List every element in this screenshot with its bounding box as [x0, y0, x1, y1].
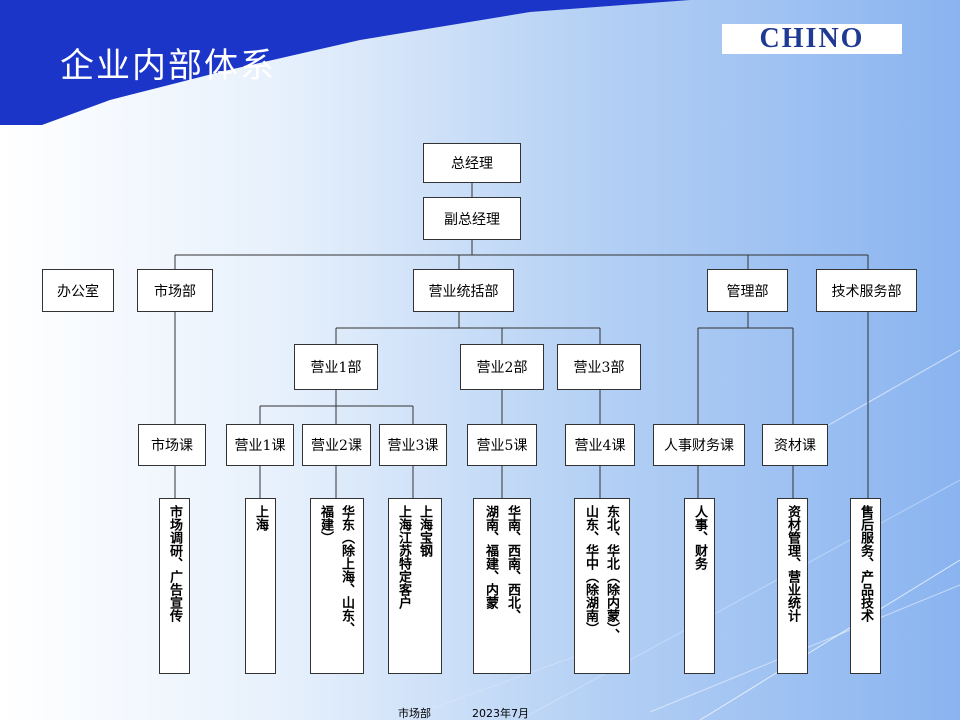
decor-line	[699, 559, 960, 720]
node-deputy-general-manager: 副总经理	[423, 197, 521, 240]
duty-hr: 人事、财务	[684, 498, 715, 674]
duty-text: 上海江苏特定客户	[396, 505, 411, 609]
duty-text: 售后服务、产品技术	[858, 505, 873, 622]
duty-sales-3: 上海宝钢 上海江苏特定客户	[388, 498, 442, 674]
duty-sales-2: 华东（除上海、山东、 福建）	[310, 498, 364, 674]
duty-text: 上海宝钢	[417, 505, 432, 557]
duty-materials: 资材管理、营业统计	[777, 498, 808, 674]
node-marketing-dept: 市场部	[137, 269, 213, 312]
node-tech-service-dept: 技术服务部	[816, 269, 917, 312]
node-general-manager: 总经理	[423, 143, 521, 183]
decor-line	[519, 479, 960, 720]
node-sales-section-1: 营业1课	[226, 424, 294, 466]
chino-logo: CHINO	[722, 24, 902, 54]
duty-tech: 售后服务、产品技术	[850, 498, 881, 674]
node-sales-hq: 营业统括部	[413, 269, 514, 312]
node-office: 办公室	[42, 269, 114, 312]
duty-text: 资材管理、营业统计	[785, 505, 800, 622]
page-title: 企业内部体系	[60, 46, 276, 86]
duty-text: 山东、华中（除湖南）	[583, 505, 598, 635]
banner-shape	[0, 0, 690, 125]
node-sales-section-4: 营业4课	[565, 424, 635, 466]
duty-sales-4: 东北、华北（除内蒙）、 山东、华中（除湖南）	[574, 498, 630, 674]
node-sales-section-2: 营业2课	[302, 424, 371, 466]
node-sales-dept-2: 营业2部	[460, 344, 544, 390]
node-hr-finance-section: 人事财务课	[653, 424, 745, 466]
node-sales-section-3: 营业3课	[379, 424, 447, 466]
footer-date: 2023年7月	[472, 707, 529, 720]
node-market-section: 市场课	[138, 424, 206, 466]
footer-department: 市场部	[398, 707, 431, 720]
node-sales-dept-1: 营业1部	[294, 344, 378, 390]
node-sales-section-5: 营业5课	[467, 424, 537, 466]
duty-market: 市场调研、广告宣传	[159, 498, 190, 674]
duty-text: 湖南、福建、内蒙	[483, 505, 498, 609]
node-management-dept: 管理部	[707, 269, 788, 312]
duty-sales-1: 上海	[245, 498, 276, 674]
duty-text: 市场调研、广告宣传	[167, 505, 182, 622]
node-materials-section: 资材课	[762, 424, 828, 466]
duty-text: 上海	[253, 505, 268, 531]
duty-sales-5: 华南、西南、西北、 湖南、福建、内蒙	[473, 498, 531, 674]
duty-text: 人事、财务	[692, 505, 707, 570]
duty-text: 华南、西南、西北、	[505, 505, 520, 622]
duty-text: 华东（除上海、山东、	[339, 505, 354, 635]
decor-line	[819, 349, 960, 431]
duty-text: 福建）	[318, 505, 333, 544]
node-sales-dept-3: 营业3部	[557, 344, 641, 390]
duty-text: 东北、华北（除内蒙）、	[604, 505, 619, 642]
